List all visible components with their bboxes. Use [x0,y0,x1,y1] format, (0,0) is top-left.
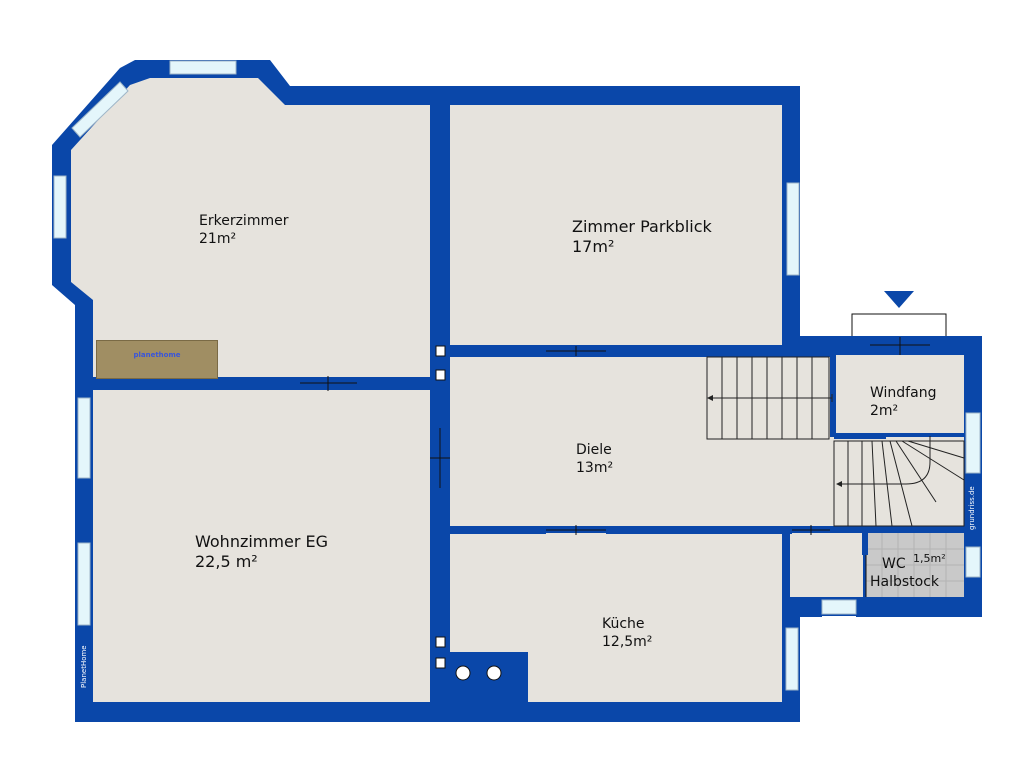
room-area: 22,5 m² [195,552,258,571]
wc-tiles [866,533,964,597]
room-name: Windfang [870,385,937,401]
window-wc [965,546,981,578]
window-flur-wc [821,599,857,615]
window-parkblick [786,182,800,276]
room-name-line1: WC [882,556,906,572]
shafts [435,345,446,669]
window-windfang [965,412,981,474]
window-diag-erker [71,81,129,138]
interior-walls [93,100,982,722]
door-openings [300,337,930,597]
room-label-wc: WC Halbstock [870,556,939,591]
room-name: Zimmer Parkblick [572,217,712,236]
room-name-line2: Halbstock [870,573,940,590]
room-label-wohnzimmer: Wohnzimmer EG 22,5 m² [195,532,328,572]
watermark-right: grundriss.de [968,486,976,530]
room-label-windfang: Windfang 2m² [870,385,936,420]
window-top-erker [169,60,237,75]
windfang-floor [834,355,964,433]
room-name: Erkerzimmer [199,213,289,229]
stair-arrow-icon [707,395,713,401]
room-area: 2m² [870,402,899,419]
room-label-erkerzimmer: Erkerzimmer 21m² [199,213,288,248]
windows [53,60,981,691]
erkerzimmer-floor [71,78,430,377]
winding-stair [833,436,965,527]
room-area: 13m² [576,459,614,476]
logo-brand: planethome [133,351,181,359]
room-area: 12,5m² [602,633,653,650]
window-wohn-2 [77,542,91,626]
room-area: 21m² [199,230,237,247]
window-left-erker [53,175,67,239]
watermark-left: PlanetHome [80,645,88,688]
room-area-wc: 1,5m² [913,552,946,565]
zimmer-parkblick-floor [450,105,782,345]
room-name: Küche [602,616,645,632]
room-name: Diele [576,442,612,458]
flur-wc-floor [788,533,863,597]
window-wohn-1 [77,397,91,479]
entry-step [851,313,947,336]
planethome-logo: planethome [96,340,218,379]
room-label-kueche: Küche 12,5m² [602,616,652,651]
room-name: Wohnzimmer EG [195,532,328,551]
winding-stair-arrow-icon [836,481,842,487]
room-label-zimmer-parkblick: Zimmer Parkblick 17m² [572,217,712,257]
stove-icon [455,665,502,681]
logo-sub [97,361,217,366]
straight-stair-steps [711,357,833,439]
room-area: 17m² [572,237,615,256]
entrance-arrow-icon [884,291,914,308]
wohnzimmer-floor [93,390,430,702]
window-kueche [785,627,799,691]
room-label-diele: Diele 13m² [576,442,613,477]
